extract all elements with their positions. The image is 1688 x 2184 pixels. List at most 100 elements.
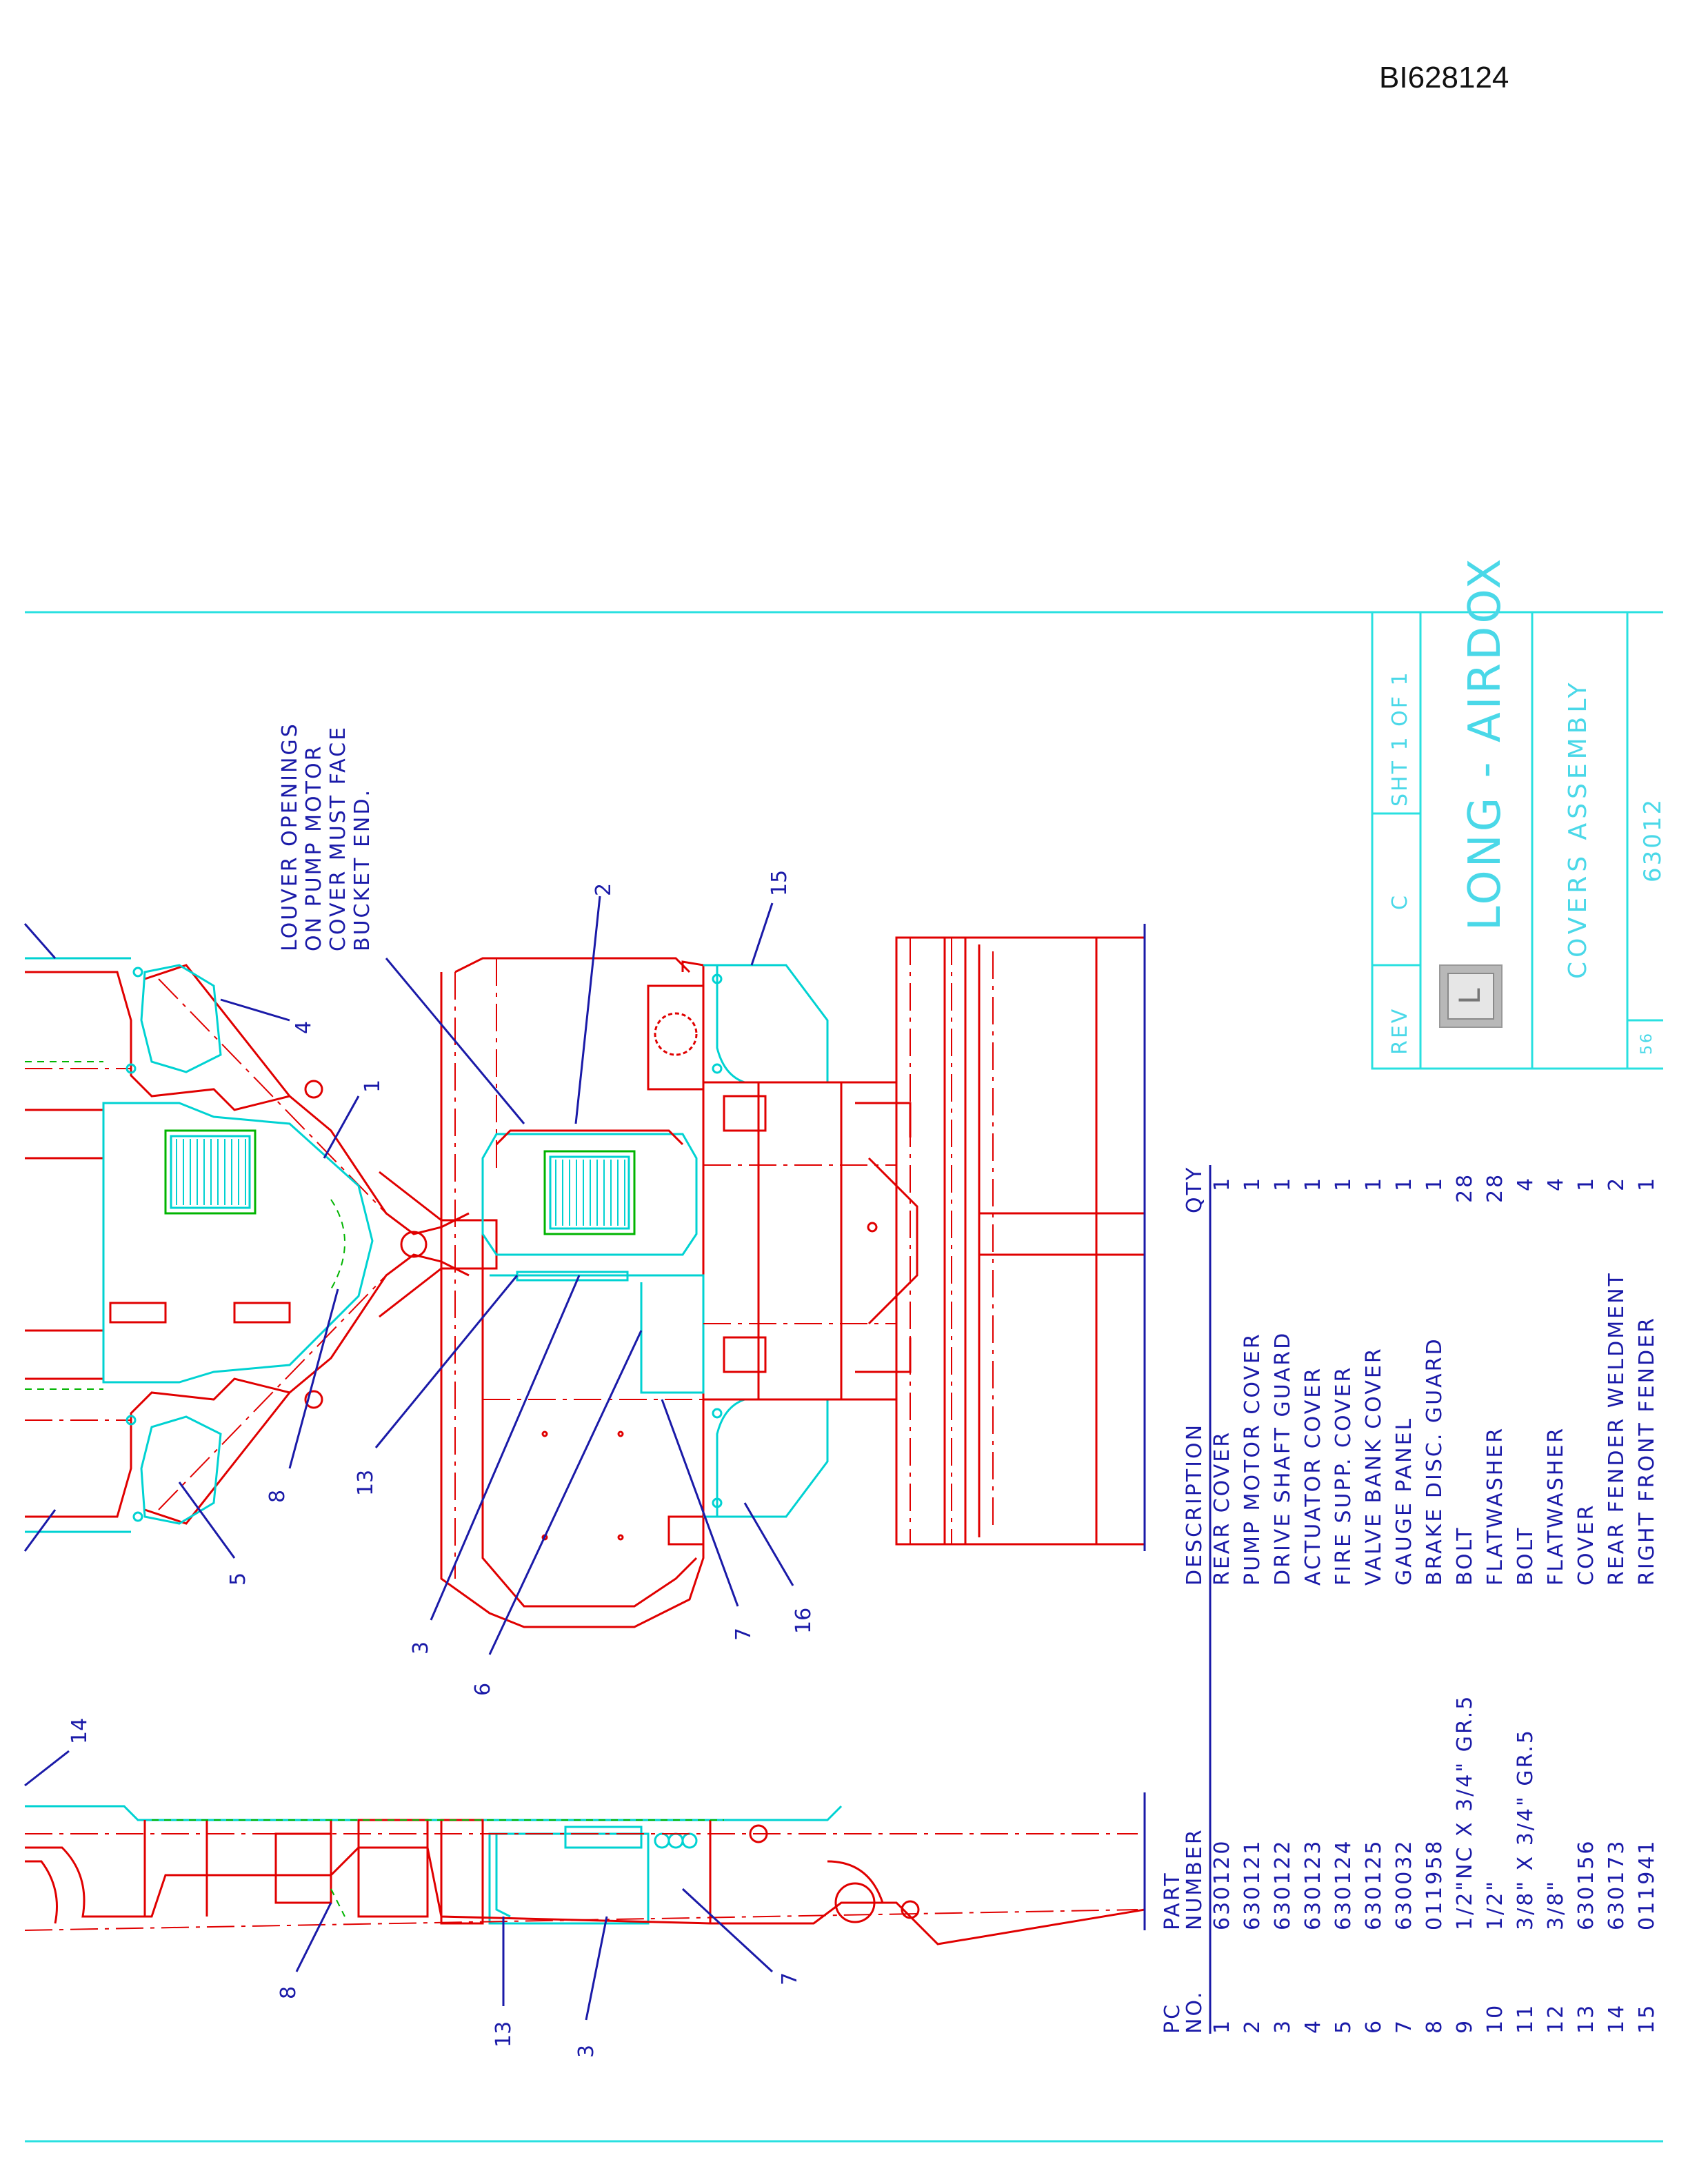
rear-frame-centerlines [25,978,387,1510]
cell-description: REAR COVER [1210,1430,1234,1586]
callout-side-13: 13 [492,2021,516,2048]
callout-14: 14 [68,1718,92,1744]
cell-qty: 1 [1210,1176,1234,1191]
front-frame-outline [703,936,1146,1546]
note-line-2: ON PUMP MOTOR [302,745,326,951]
callout-side-3: 3 [574,2045,599,2058]
drawing-number: 63012 [1639,798,1667,882]
cell-description: COVER [1574,1504,1598,1586]
table-row: 3 630122 DRIVE SHAFT GUARD 1 [1271,1176,1295,2034]
sheet-number: SHT 1 OF 1 [1388,670,1412,807]
title-block [1371,612,1663,1070]
cell-qty: 1 [1574,1176,1598,1191]
cell-pc: 13 [1574,2003,1598,2034]
cell-part-number: 630123 [1301,1839,1325,1930]
company-logo: L [1453,988,1487,1004]
callout-2: 2 [592,883,616,896]
cell-description: FLATWASHER [1544,1426,1568,1586]
cell-qty: 1 [1362,1176,1386,1191]
note-line-1: LOUVER OPENINGS [278,722,302,951]
cell-part-number: 630121 [1240,1839,1265,1930]
callout-16: 16 [792,1608,816,1634]
header-part: PART [1160,1871,1185,1930]
cell-pc: 4 [1301,2019,1325,2034]
cell-description: FIRE SUPP. COVER [1332,1366,1356,1586]
cell-qty: 1 [1635,1176,1659,1191]
corner-number: 56 [1638,1031,1656,1055]
cell-qty: 1 [1423,1176,1447,1191]
cell-pc: 2 [1240,2019,1265,2034]
front-fenders [703,964,829,1518]
table-row: 2 630121 PUMP MOTOR COVER 1 [1240,1176,1265,2034]
cell-description: PUMP MOTOR COVER [1240,1332,1265,1586]
cell-pc: 10 [1483,2003,1507,2034]
cell-qty: 4 [1514,1176,1538,1191]
cell-qty: 1 [1271,1176,1295,1191]
cell-pc: 9 [1453,2019,1477,2034]
header-qty: QTY [1183,1166,1207,1213]
cell-pc: 6 [1362,2019,1386,2034]
cell-description: VALVE BANK COVER [1362,1346,1386,1586]
cell-part-number: 630122 [1271,1839,1295,1930]
rev-value: C [1388,893,1412,910]
cell-qty: 28 [1453,1173,1477,1203]
side-view [24,1792,1146,1945]
cell-qty: 2 [1605,1176,1629,1191]
table-row: 15 011941 RIGHT FRONT FENDER 1 [1635,1176,1659,2034]
document-id: BI628124 [1379,61,1509,94]
cell-pc: 15 [1635,2003,1659,2034]
cell-part-number: 630125 [1362,1839,1386,1930]
cell-pc: 14 [1605,2003,1629,2034]
callout-7: 7 [732,1628,756,1641]
cell-description: GAUGE PANEL [1392,1417,1416,1586]
cell-part-number: 011941 [1635,1839,1659,1930]
cell-description: RIGHT FRONT FENDER [1635,1316,1659,1586]
rear-frame-outline [25,964,498,1525]
cell-pc: 3 [1271,2019,1295,2034]
header-description: DESCRIPTION [1183,1423,1207,1586]
valve-bank-covers [490,1271,705,1394]
note-line-3: COVER MUST FACE [326,725,350,951]
callout-5: 5 [226,1573,250,1586]
callout-4: 4 [292,1021,316,1034]
callout-numbers: 4 1 2 15 5 8 13 3 6 7 16 14 8 13 3 7 [68,870,816,2058]
side-covers [25,1805,843,1925]
table-row: 13 630156 COVER 1 [1574,1176,1598,2034]
rear-louver [164,1129,257,1215]
header-no: NO. [1183,1990,1207,2034]
callout-6: 6 [471,1683,495,1696]
sheet-border [25,611,1663,2143]
cell-part-number: 630156 [1574,1839,1598,1930]
cell-part-number: 630120 [1210,1839,1234,1930]
callout-8: 8 [265,1490,290,1503]
table-row: 7 630032 GAUGE PANEL 1 [1392,1176,1416,2034]
cell-qty: 1 [1240,1176,1265,1191]
leader-lines [23,896,794,2021]
cell-description: BOLT [1514,1526,1538,1586]
cell-part-number: 011958 [1423,1839,1447,1930]
cell-qty: 4 [1544,1176,1568,1191]
cell-description: DRIVE SHAFT GUARD [1271,1331,1295,1586]
cell-pc: 5 [1332,2019,1356,2034]
top-view [25,924,1146,1628]
svg-text:L: L [1453,988,1487,1004]
title-block-text: REV C SHT 1 OF 1 LONG - AIRDOX COVERS AS… [1388,556,1667,1055]
cell-qty: 1 [1392,1176,1416,1191]
cell-part-number: 630032 [1392,1839,1416,1930]
louver-note: LOUVER OPENINGS ON PUMP MOTOR COVER MUST… [278,722,374,951]
cell-description: FLATWASHER [1483,1426,1507,1586]
cell-part-number: 3/8" X 3/4" GR.5 [1514,1728,1538,1930]
cell-pc: 7 [1392,2019,1416,2034]
cell-pc: 12 [1544,2003,1568,2034]
cell-part-number: 630173 [1605,1839,1629,1930]
table-row: 6 630125 VALVE BANK COVER 1 [1362,1176,1386,2034]
